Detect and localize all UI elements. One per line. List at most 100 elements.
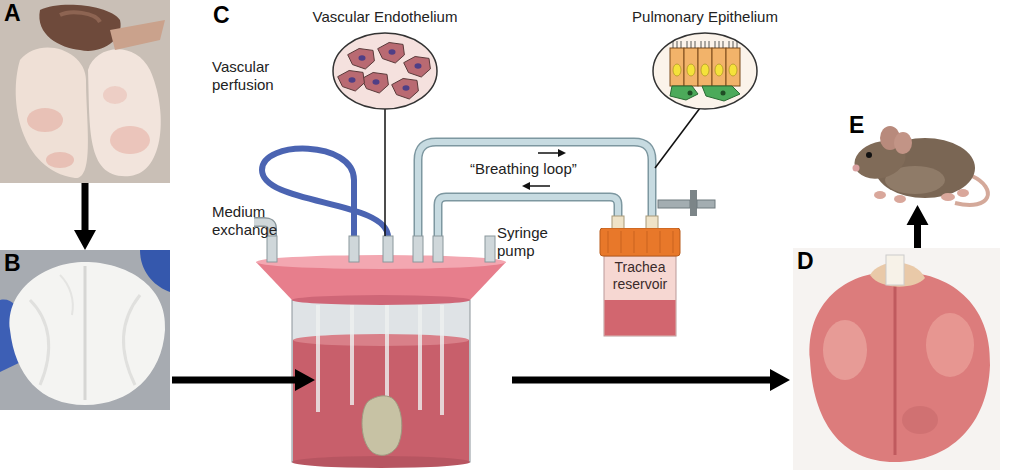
cell-inset-part bbox=[359, 55, 366, 61]
reservoir-bottle-part bbox=[605, 300, 676, 336]
panel-letter: D bbox=[797, 250, 814, 273]
reservoir-bottle-part bbox=[647, 231, 648, 253]
cell-inset: Pulmonary Epithelium bbox=[620, 8, 790, 110]
cell-inset-part bbox=[684, 48, 698, 86]
bioreactor-part bbox=[362, 396, 402, 456]
tubing-part bbox=[612, 216, 624, 229]
photo-decellularized-lung-part bbox=[0, 250, 170, 410]
photo-native-lung-part bbox=[103, 86, 127, 104]
loop-label: “Breathing loop” bbox=[470, 160, 577, 178]
arrow-shape bbox=[74, 183, 96, 250]
flow-arrows-part bbox=[528, 185, 550, 187]
reservoir-bottle-part bbox=[608, 231, 609, 253]
panel-letter: E bbox=[849, 114, 864, 137]
process-arrow bbox=[74, 183, 96, 250]
cell-inset-part bbox=[338, 71, 365, 92]
cell-inset-part bbox=[729, 41, 730, 48]
tubing-part bbox=[690, 190, 697, 216]
photo-native-lung-part bbox=[110, 20, 165, 50]
rat-illustration-part bbox=[894, 195, 906, 203]
photo-recellularized-lung bbox=[793, 248, 1000, 470]
panel-letter: A bbox=[4, 2, 21, 25]
rat-illustration-part bbox=[866, 152, 872, 158]
bioreactor bbox=[256, 255, 506, 468]
cell-inset-part bbox=[677, 41, 678, 48]
arrow-shape bbox=[907, 205, 929, 248]
tubing-part bbox=[267, 236, 277, 262]
photo-decellularized-lung-part bbox=[10, 262, 166, 405]
photo-recellularized-lung-part bbox=[793, 248, 1000, 470]
cell-inset-part bbox=[709, 41, 710, 48]
cell-inset-part bbox=[362, 73, 389, 94]
bioreactor-part bbox=[292, 300, 470, 462]
cell-inset-part bbox=[687, 41, 688, 48]
cell-inset-part bbox=[702, 86, 740, 101]
photo-native-lung-part bbox=[46, 152, 74, 168]
tube-label: Syringe pump bbox=[497, 224, 557, 260]
cell-inset bbox=[300, 30, 470, 112]
flow-arrows-part bbox=[558, 149, 566, 157]
panel-letter: C bbox=[213, 4, 230, 27]
reservoir-bottle-part bbox=[660, 231, 661, 253]
tubing-part bbox=[262, 149, 388, 237]
bioreactor-part bbox=[256, 255, 506, 269]
cell-inset-part bbox=[349, 77, 356, 83]
photo-native-lung-part bbox=[60, 12, 100, 22]
cell-inset-part bbox=[688, 91, 693, 96]
reservoir-bottle-part bbox=[600, 228, 680, 256]
cell-inset-part bbox=[404, 57, 431, 78]
cell-inset-part bbox=[403, 85, 410, 91]
cell-inset-part bbox=[392, 79, 419, 100]
process-arrow bbox=[172, 369, 790, 391]
inset-title: Vascular Endothelium bbox=[300, 8, 470, 26]
tube-label: Vascular perfusion bbox=[212, 58, 292, 94]
cell-inset-part bbox=[681, 41, 682, 48]
tubing-part bbox=[658, 200, 690, 208]
leader-line-part bbox=[655, 108, 700, 168]
tubing-part bbox=[413, 236, 423, 262]
cell-inset-part bbox=[333, 33, 437, 109]
cell-inset-part bbox=[712, 48, 726, 86]
cell-inset-part bbox=[687, 64, 695, 76]
cell-inset-part bbox=[373, 79, 380, 85]
cell-inset-part bbox=[715, 64, 723, 76]
cell-inset-part bbox=[653, 33, 757, 109]
photo-native-lung-part bbox=[27, 108, 63, 132]
bioreactor-part bbox=[292, 295, 470, 305]
tube-label: Medium exchange bbox=[212, 203, 284, 239]
cell-inset-part bbox=[670, 48, 684, 86]
cell-inset-part bbox=[415, 63, 422, 69]
photo-recellularized-lung-part bbox=[926, 313, 974, 377]
bioreactor-part bbox=[292, 456, 470, 468]
reservoir-bottle-part bbox=[621, 231, 622, 253]
panel-letter: B bbox=[4, 252, 21, 275]
photo-decellularized-lung-part bbox=[84, 266, 87, 400]
photo-native-lung-part bbox=[110, 126, 150, 154]
cell-inset-part bbox=[719, 41, 720, 48]
cell-inset-part bbox=[698, 48, 712, 86]
photo-decellularized-lung-part bbox=[60, 275, 73, 315]
reservoir-label: Trachea reservoir bbox=[598, 259, 682, 293]
rat-illustration-part bbox=[941, 193, 955, 201]
process-arrow-part bbox=[172, 369, 315, 391]
cell-inset-part bbox=[729, 64, 737, 76]
cell-inset-part bbox=[723, 41, 724, 48]
tubing-part bbox=[349, 236, 359, 262]
photo-native-lung-part bbox=[39, 5, 120, 51]
photo-recellularized-lung-part bbox=[886, 255, 904, 285]
cell-inset-part bbox=[389, 49, 396, 55]
reservoir-bottle-part bbox=[673, 231, 674, 253]
rat-illustration-part bbox=[957, 189, 969, 197]
leader-line bbox=[385, 108, 700, 236]
photo-native-lung bbox=[0, 0, 170, 183]
cell-inset: Vascular Endothelium bbox=[300, 8, 470, 110]
reservoir-bottle: Trachea reservoir bbox=[598, 228, 682, 338]
rat-illustration-part bbox=[853, 165, 860, 172]
cell-inset-part bbox=[715, 41, 716, 48]
photo-panel: B bbox=[0, 250, 170, 410]
photo-recellularized-lung-part bbox=[902, 406, 938, 434]
photo-panel: E bbox=[845, 112, 990, 205]
cell-inset-part bbox=[348, 49, 375, 70]
rat-illustration-part bbox=[874, 191, 886, 199]
